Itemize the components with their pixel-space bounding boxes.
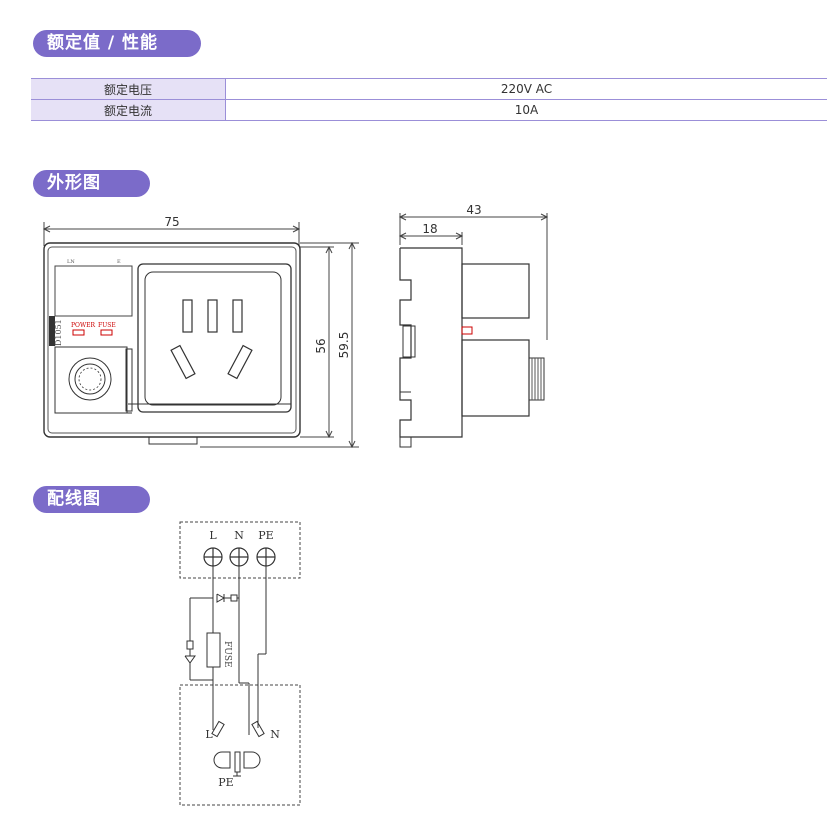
spec-label: 额定电流 (31, 99, 226, 121)
terminal-pe-label: PE (258, 529, 273, 542)
fuse-icon (206, 632, 221, 668)
fuse-indicator (100, 329, 113, 336)
label-model: D1051 (54, 319, 63, 346)
dim-body: 18 (422, 222, 437, 236)
dim-width: 75 (164, 215, 179, 229)
terminal-l-label: L (209, 529, 217, 542)
dim-height-outer: 59.5 (337, 332, 351, 359)
socket-slot-icon (207, 299, 218, 333)
socket-slot-icon (232, 299, 243, 333)
fuse-label: FUSE (222, 641, 232, 668)
power-indicator (72, 329, 85, 336)
socket-slot-icon (182, 299, 193, 333)
socket-pe-right-icon (243, 751, 261, 769)
label-e: E (117, 259, 121, 265)
socket-pe-left-icon (213, 751, 231, 769)
section-title-outline: 外形图 (33, 170, 150, 197)
terminal-n-label: N (234, 529, 244, 542)
label-fuse: FUSE (98, 322, 116, 329)
section-title-rating: 额定值 / 性能 (33, 30, 201, 57)
socket-l-label: L (205, 728, 213, 741)
table-row: 额定电流 10A (31, 99, 827, 121)
side-indicator (461, 326, 473, 335)
spec-value: 10A (225, 99, 827, 121)
label-power: POWER (71, 322, 96, 329)
fuse-knob-icon (78, 367, 102, 391)
socket-slot-icon (170, 344, 196, 380)
socket-pe-label: PE (218, 776, 233, 789)
spec-table: 额定电压 220V AC 额定电流 10A (31, 78, 827, 121)
section-title-wiring: 配线图 (33, 486, 150, 513)
socket-l-contact-icon (211, 720, 225, 738)
socket-slot-icon (227, 344, 253, 380)
socket-n-contact-icon (251, 720, 265, 738)
socket-n-label: N (270, 728, 280, 741)
spec-label: 额定电压 (31, 78, 226, 100)
dim-height-inner: 56 (314, 338, 328, 353)
dim-depth: 43 (466, 203, 481, 217)
label-ln: LN (67, 259, 75, 265)
